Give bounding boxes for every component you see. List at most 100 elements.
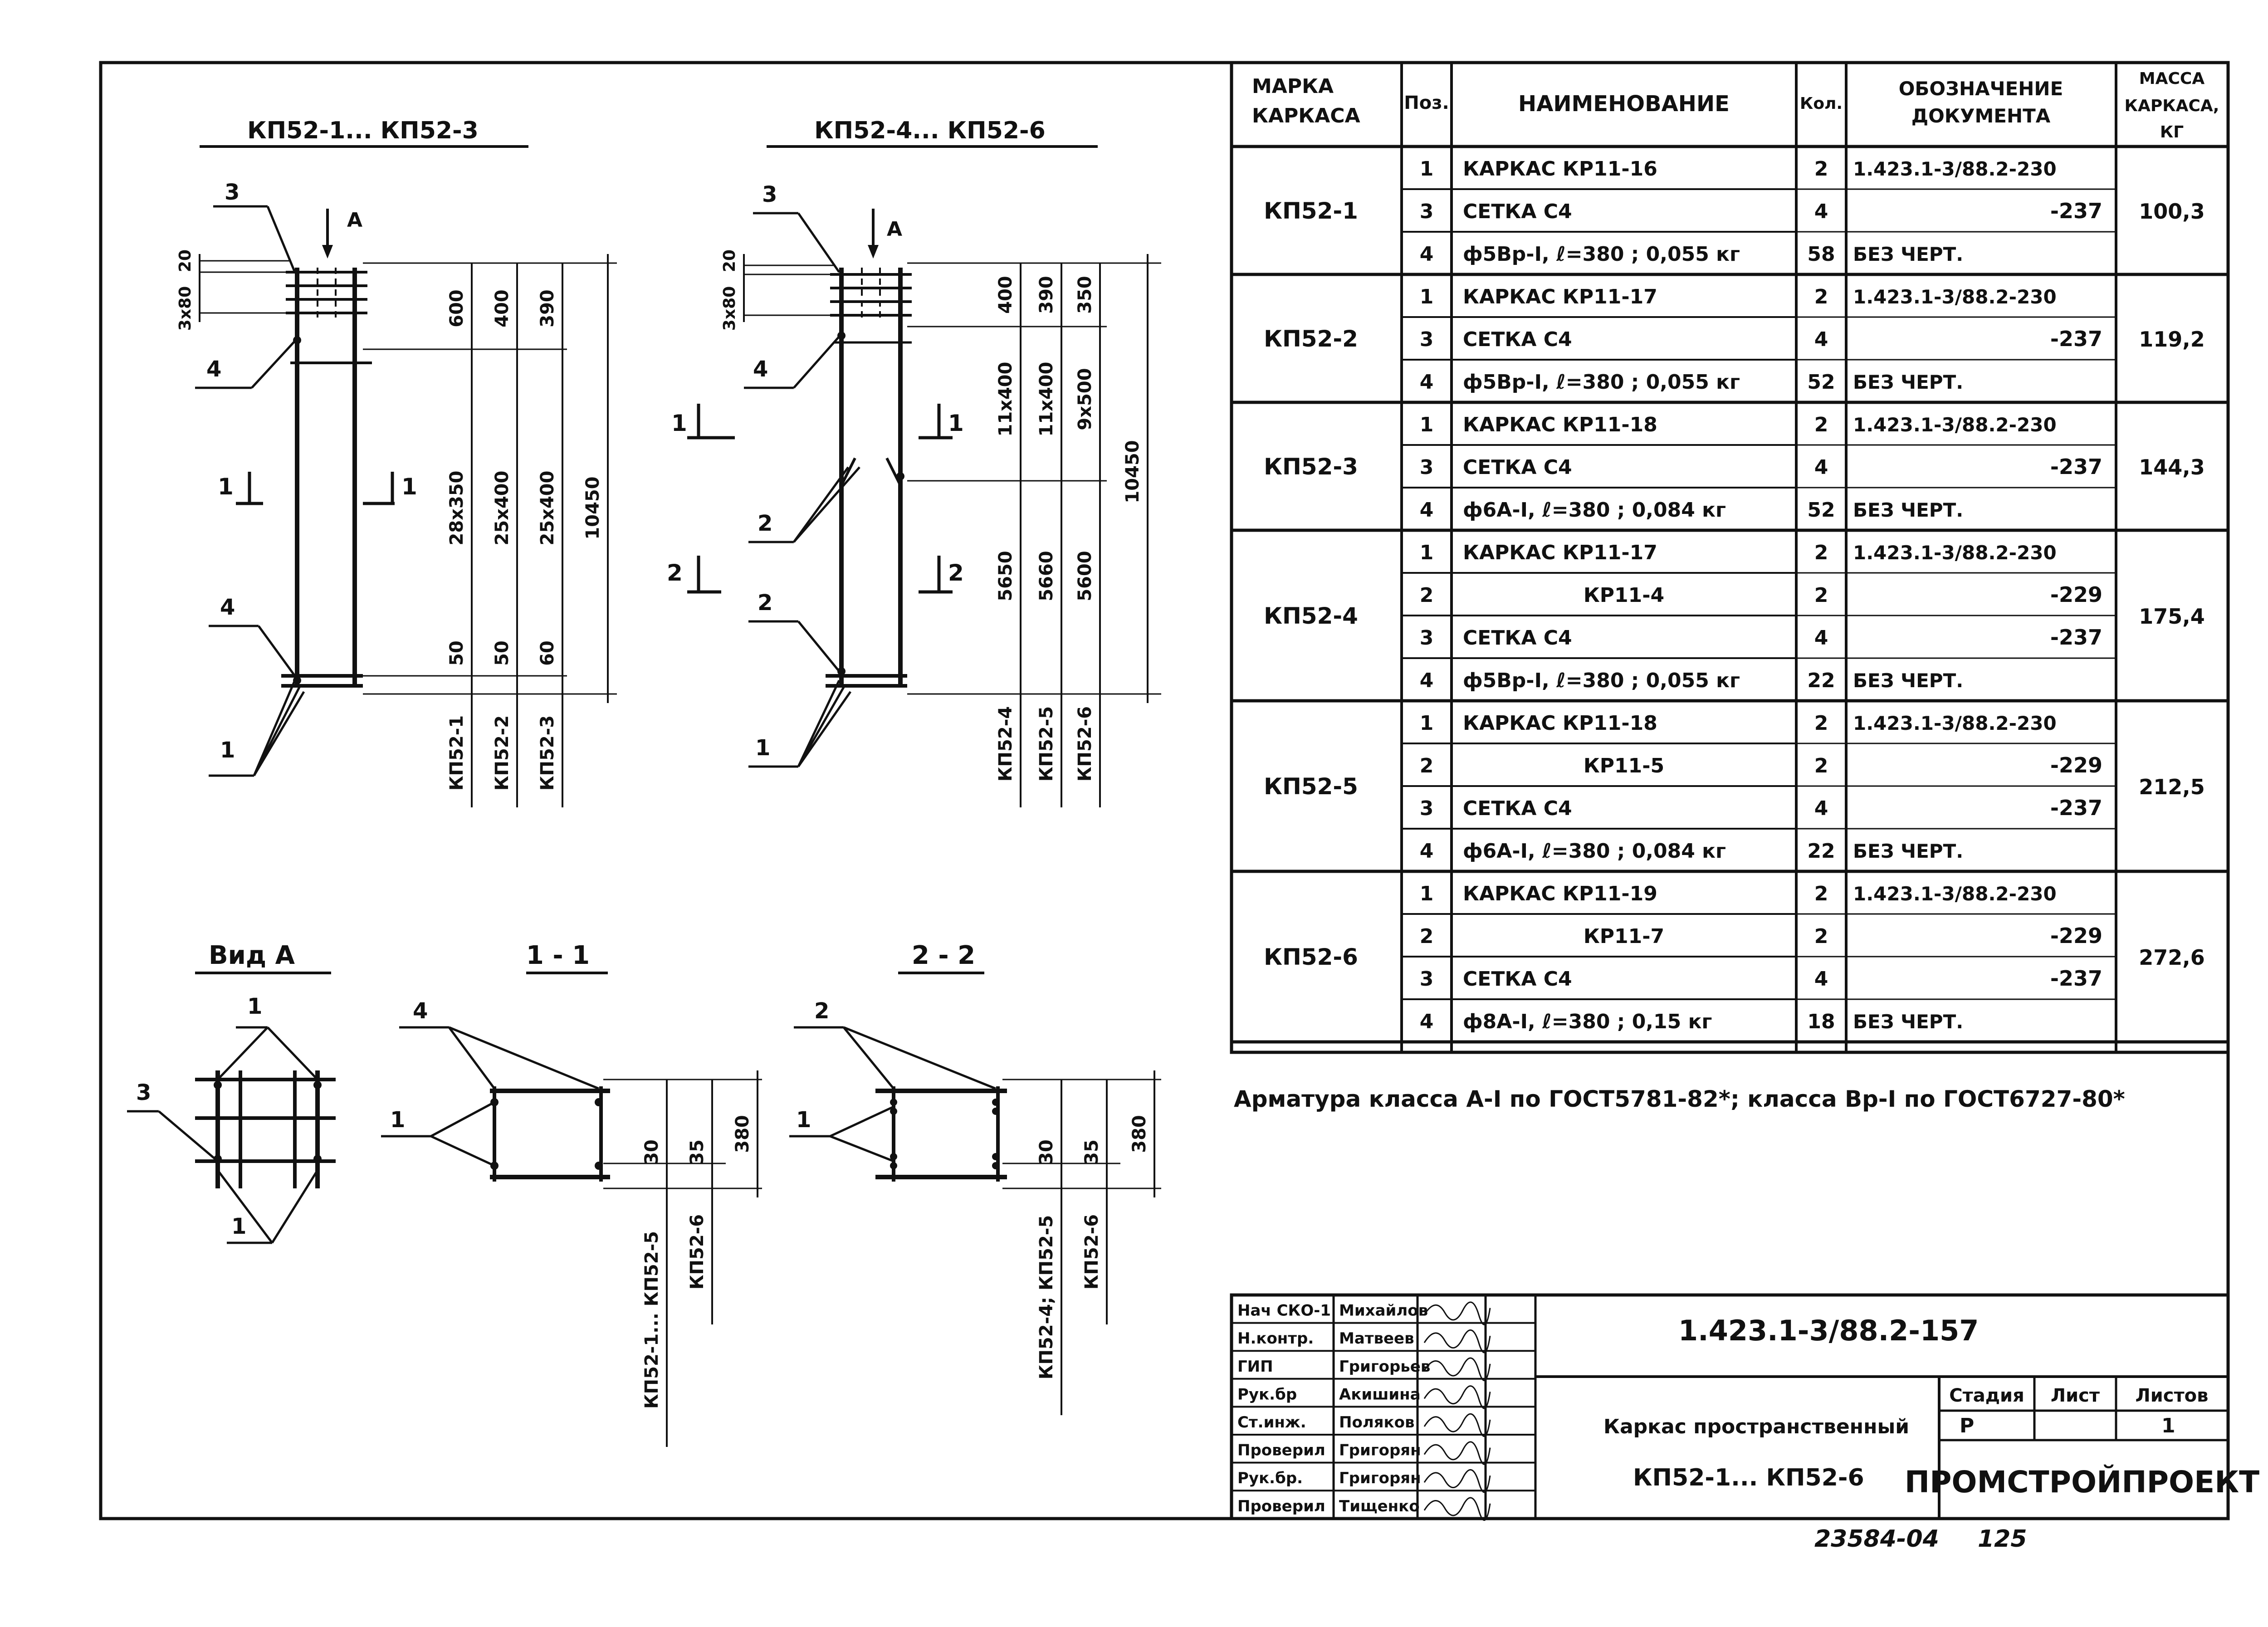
section-2-callout-1: 1: [796, 1107, 811, 1133]
spec-pos: 4: [1420, 371, 1434, 394]
spec-doc: БЕЗ ЧЕРТ.: [1853, 499, 1963, 521]
spec-pos: 1: [1420, 413, 1434, 436]
callout-4-mid: 4: [753, 357, 768, 382]
spec-doc: -237: [2050, 625, 2102, 650]
spec-name: КАРКАС КР11-16: [1463, 157, 1657, 181]
section-1-callout-4: 4: [413, 998, 428, 1024]
spec-doc: 1.423.1-3/88.2-230: [1853, 883, 2057, 905]
section-mark-1-left: 1: [218, 474, 234, 500]
handwritten-signature: [1423, 1301, 1491, 1325]
spec-qty: 2: [1814, 712, 1828, 735]
spec-name: СЕТКА С4: [1463, 456, 1572, 479]
section-2-mark-kp52-4-5: КП52-4; КП52-5: [1036, 1215, 1057, 1379]
view-a-callout-3: 3: [136, 1080, 151, 1105]
spec-pos: 3: [1420, 967, 1434, 991]
spec-qty: 4: [1814, 328, 1828, 351]
spec-doc: БЕЗ ЧЕРТ.: [1853, 840, 1963, 862]
signature-role: Нач СКО-1: [1237, 1302, 1331, 1320]
dim-390: 390: [537, 289, 558, 327]
signature-name: Михайлов: [1339, 1302, 1428, 1320]
spec-name: КАРКАС КР11-17: [1463, 285, 1657, 308]
handwritten-signature: [1423, 1385, 1491, 1409]
spec-name: СЕТКА С4: [1463, 626, 1572, 650]
section-1-dim-35: 35: [687, 1139, 708, 1165]
signature-role: ГИП: [1237, 1358, 1273, 1376]
dim-11x400-a: 11х400: [995, 362, 1016, 437]
section-1-dim-380: 380: [732, 1115, 753, 1153]
sheets-value: 1: [2161, 1414, 2175, 1437]
spec-qty: 2: [1814, 754, 1828, 777]
spec-pos: 2: [1420, 925, 1434, 948]
cage-left-dim-20: 20: [176, 249, 195, 272]
spec-name: КР11-5: [1584, 754, 1664, 777]
signature-role: Проверил: [1237, 1497, 1325, 1515]
spec-qty: 58: [1807, 243, 1835, 266]
callout-3-mid: 3: [762, 182, 777, 207]
header-doc-2: ДОКУМЕНТА: [1911, 105, 2051, 127]
spec-doc: 1.423.1-3/88.2-230: [1853, 712, 2057, 734]
callout-1: 1: [220, 738, 235, 763]
section-1-mark-kp52-1-5: КП52-1... КП52-5: [641, 1231, 662, 1409]
signature-name: Григорян: [1339, 1441, 1421, 1460]
spec-name: ф8А-I, ℓ=380 ; 0,15 кг: [1463, 1010, 1712, 1033]
header-mass-2: КАРКАСА,: [2125, 97, 2219, 115]
spec-qty: 2: [1814, 925, 1828, 948]
spec-name: ф5Вр-I, ℓ=380 ; 0,055 кг: [1463, 243, 1740, 266]
dim-60: 60: [537, 640, 558, 666]
dim-28x350: 28х350: [446, 471, 467, 546]
dim-25x400-b: 25х400: [537, 471, 558, 546]
handwritten-signature: [1423, 1357, 1491, 1381]
cage-left-title: КП52-1... КП52-3: [247, 117, 479, 144]
section-2-dim-30: 30: [1036, 1139, 1057, 1165]
spec-qty: 22: [1807, 840, 1835, 863]
spec-doc: -229: [2050, 582, 2102, 607]
spec-doc: -237: [2050, 327, 2102, 351]
dim-5660: 5660: [1036, 551, 1057, 601]
spec-pos: 3: [1420, 456, 1434, 479]
section-1-dim-30: 30: [641, 1139, 662, 1165]
spec-mass: 144,3: [2139, 455, 2205, 479]
spec-qty: 4: [1814, 200, 1828, 223]
dim-5600: 5600: [1075, 551, 1095, 601]
callout-2-lower: 2: [758, 590, 772, 616]
spec-doc: 1.423.1-3/88.2-230: [1853, 158, 2057, 180]
view-a: Вид А 1 3 1: [127, 941, 336, 1244]
spec-pos: 3: [1420, 328, 1434, 351]
section-2-callout-2: 2: [814, 998, 829, 1024]
spec-name: ф6А-I, ℓ=380 ; 0,084 кг: [1463, 498, 1726, 522]
section-2-mark-kp52-6: КП52-6: [1081, 1214, 1102, 1290]
spec-name: КР11-4: [1584, 584, 1664, 607]
spec-name: ф5Вр-I, ℓ=380 ; 0,055 кг: [1463, 669, 1740, 692]
section-mark-1-mid-right: 1: [948, 410, 964, 436]
handwritten-signature: [1423, 1497, 1491, 1521]
spec-doc: -229: [2050, 753, 2102, 777]
reinforcement-note: Арматура класса А-I по ГОСТ5781-82*; кла…: [1234, 1086, 2125, 1112]
callout-1-mid: 1: [755, 735, 770, 761]
dim-10450-left: 10450: [582, 476, 603, 539]
dim-600: 600: [446, 289, 467, 327]
spec-doc: 1.423.1-3/88.2-230: [1853, 542, 2057, 564]
spec-mark: КП52-5: [1264, 773, 1358, 800]
spec-name: КАРКАС КР11-17: [1463, 541, 1657, 564]
spec-table: МАРКА КАРКАСА Поз. НАИМЕНОВАНИЕ Кол. ОБО…: [1230, 61, 2230, 1054]
spec-doc: БЕЗ ЧЕРТ.: [1853, 243, 1963, 265]
mark-kp52-3: КП52-3: [537, 715, 558, 791]
spec-pos: 3: [1420, 797, 1434, 820]
spec-qty: 2: [1814, 413, 1828, 436]
spec-pos: 1: [1420, 285, 1434, 308]
spec-pos: 4: [1420, 669, 1434, 692]
callout-4-top: 4: [206, 357, 221, 382]
section-2-dim-35: 35: [1081, 1139, 1102, 1165]
header-mass-1: МАССА: [2139, 69, 2205, 88]
view-a-callout-1-top: 1: [247, 994, 262, 1019]
handwritten-signature: [1423, 1329, 1491, 1353]
spec-name: ф6А-I, ℓ=380 ; 0,084 кг: [1463, 840, 1726, 863]
spec-qty: 52: [1807, 498, 1835, 522]
stage-value: Р: [1960, 1414, 1974, 1437]
section-mark-2-mid-right: 2: [948, 560, 964, 586]
header-mark-2: КАРКАСА: [1252, 104, 1360, 127]
spec-pos: 2: [1420, 584, 1434, 607]
spec-qty: 2: [1814, 882, 1828, 905]
spec-pos: 4: [1420, 1010, 1434, 1033]
